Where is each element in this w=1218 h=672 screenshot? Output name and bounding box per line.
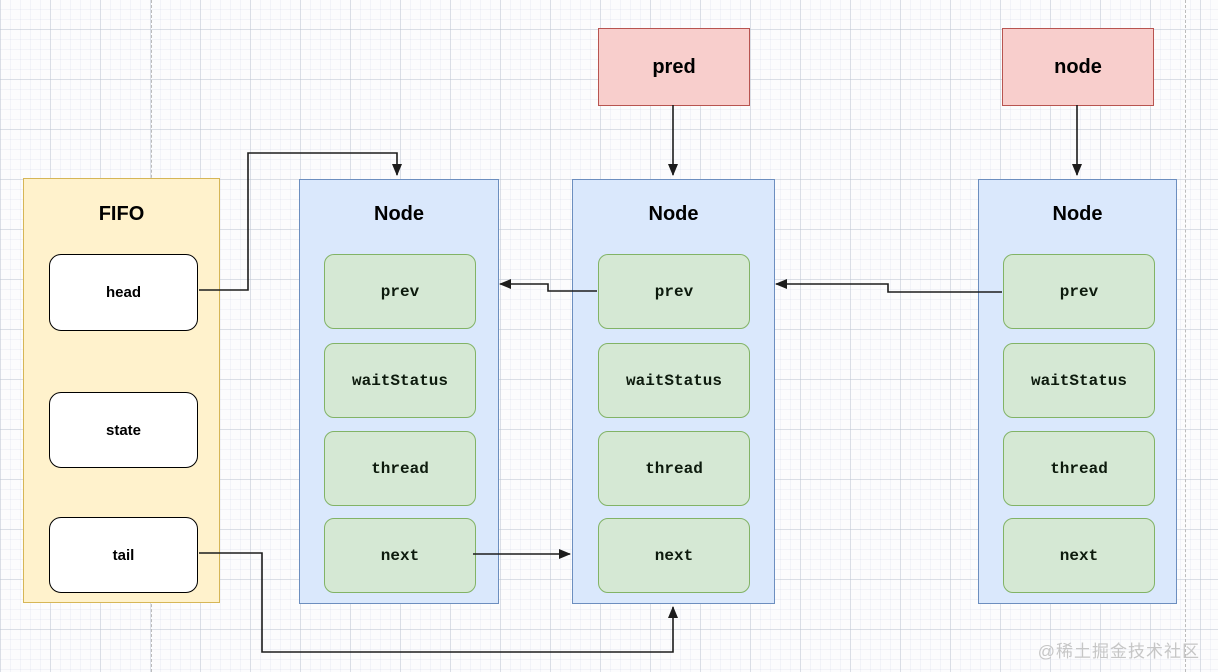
node-1-title: Node [374, 203, 424, 225]
edge-node3prev-to-node2 [775, 279, 1002, 293]
dashed-guide-right [1185, 0, 1186, 672]
pointer-node: node [1002, 28, 1154, 106]
node-1-field-waitstatus: waitStatus [324, 343, 476, 418]
node-2: Node prev waitStatus thread next [572, 179, 775, 604]
fifo-field-tail: tail [49, 517, 198, 593]
node-1-prev-label: prev [380, 282, 420, 301]
node-2-next-label: next [654, 546, 694, 565]
node-2-field-next: next [598, 518, 750, 593]
node-3-title: Node [1052, 203, 1103, 225]
fifo-container: FIFO head state tail [23, 178, 220, 603]
node-2-title: Node [648, 203, 699, 225]
node-3-thread-label: thread [1050, 459, 1108, 478]
node-1-thread-label: thread [371, 459, 429, 478]
pointer-node-label: node [1054, 55, 1102, 78]
fifo-field-state-label: state [105, 421, 142, 439]
node-1: Node prev waitStatus thread next [299, 179, 499, 604]
node-2-field-prev: prev [598, 254, 750, 329]
node-2-field-thread: thread [598, 431, 750, 506]
node-1-waitstatus-label: waitStatus [351, 371, 448, 390]
fifo-field-head-label: head [105, 284, 141, 301]
watermark: @稀土掘金技术社区 [1037, 642, 1200, 661]
node-2-thread-label: thread [645, 459, 703, 478]
node-1-field-prev: prev [324, 254, 476, 329]
node-1-field-next: next [324, 518, 476, 593]
node-2-waitstatus-label: waitStatus [625, 371, 722, 390]
fifo-field-head: head [49, 254, 198, 331]
fifo-field-tail-label: tail [112, 546, 135, 564]
pointer-pred-label: pred [652, 55, 696, 78]
node-3-field-thread: thread [1003, 431, 1155, 506]
node-1-next-label: next [380, 546, 420, 565]
node-3-next-label: next [1059, 546, 1099, 565]
node-3-field-next: next [1003, 518, 1155, 593]
node-3-prev-label: prev [1059, 282, 1099, 301]
fifo-field-state: state [49, 392, 198, 468]
node-2-field-waitstatus: waitStatus [598, 343, 750, 418]
node-2-prev-label: prev [654, 282, 694, 301]
node-1-field-thread: thread [324, 431, 476, 506]
node-3-waitstatus-label: waitStatus [1030, 371, 1127, 390]
node-3-field-waitstatus: waitStatus [1003, 343, 1155, 418]
pointer-pred: pred [598, 28, 750, 106]
fifo-title: FIFO [98, 203, 145, 225]
node-3-field-prev: prev [1003, 254, 1155, 329]
node-3: Node prev waitStatus thread next [978, 179, 1177, 604]
